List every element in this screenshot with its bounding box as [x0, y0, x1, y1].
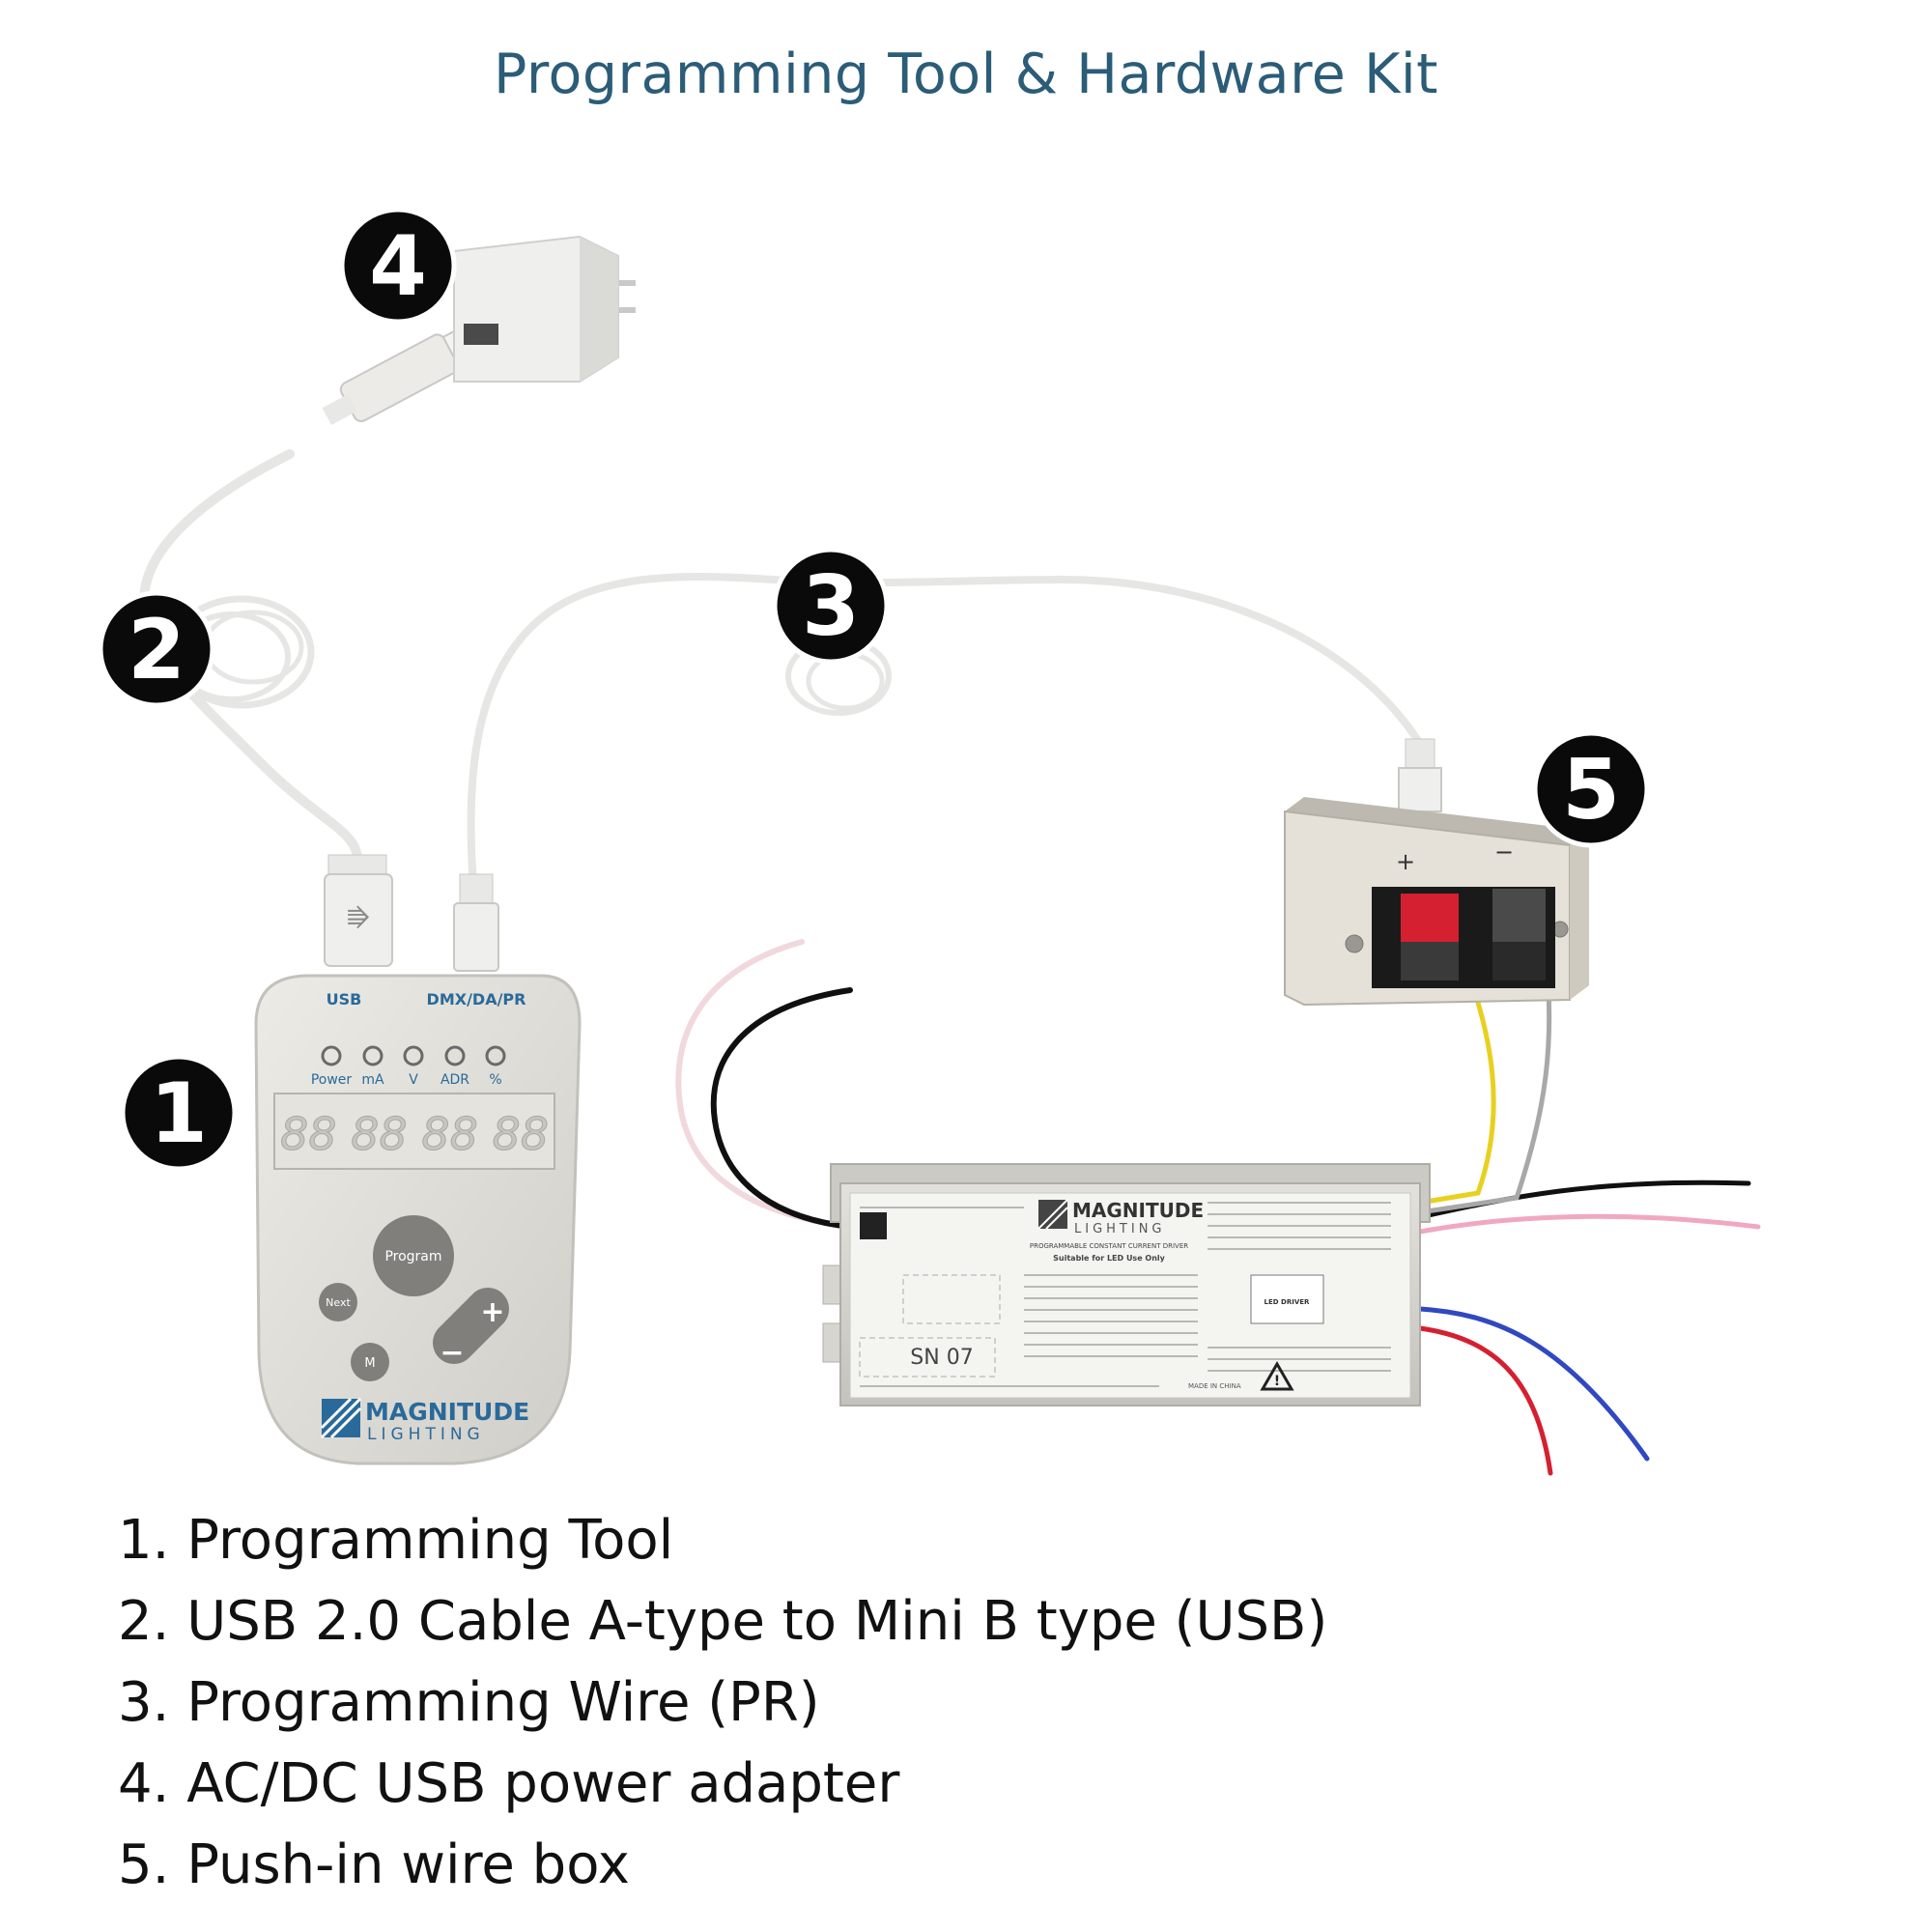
push-terminal-icon[interactable] [1372, 887, 1555, 988]
led-label-percent: % [489, 1072, 501, 1088]
svg-text:!: ! [1274, 1374, 1280, 1389]
driver-box-label: LED DRIVER [1264, 1298, 1310, 1306]
wirebox-plus-label: + [1396, 848, 1415, 875]
badge-1: 1 [120, 1054, 238, 1172]
kit-diagram: ⭆ USB DMX/DA/PR Power mA V ADR % 88 88 8… [98, 207, 1761, 1476]
driver-suitable: Suitable for LED Use Only [1053, 1254, 1166, 1263]
svg-text:⭆: ⭆ [347, 905, 369, 934]
legend-item-programming-tool: 1. Programming Tool [118, 1509, 674, 1572]
port-label-usb: USB [327, 990, 362, 1009]
segment-digits: 88 88 88 88 [280, 1108, 549, 1160]
programming-wire [467, 572, 1424, 888]
driver-output-wires [1417, 949, 1761, 1476]
led-label-v: V [409, 1072, 418, 1088]
program-button[interactable]: Program [373, 1215, 454, 1296]
badge-5: 5 [1532, 730, 1650, 848]
driver-brand-logo: MAGNITUDE LIGHTING [1037, 1199, 1204, 1236]
segment-display [273, 1093, 555, 1170]
warning-triangle-icon: ! [1260, 1360, 1294, 1391]
status-leds: Power mA V ADR % [311, 1045, 506, 1088]
component-legend: 1. Programming Tool 2. USB 2.0 Cable A-t… [118, 1500, 1327, 1906]
led-label-power: Power [311, 1072, 353, 1088]
driver-made-in: MADE IN CHINA [1188, 1382, 1241, 1390]
badge-3-number: 3 [802, 558, 860, 655]
programming-tool: ⭆ USB DMX/DA/PR Power mA V ADR % 88 88 8… [254, 854, 582, 1465]
badge-4-number: 4 [369, 218, 427, 315]
plus-button-label: + [480, 1295, 504, 1329]
badge-3: 3 [772, 547, 890, 665]
driver-brand-main: MAGNITUDE [1072, 1199, 1204, 1222]
led-label-adr: ADR [440, 1072, 469, 1088]
driver-serial: SN 07 [910, 1346, 973, 1370]
legend-item-wire-box: 5. Push-in wire box [118, 1833, 630, 1896]
wirebox-minus-label: − [1494, 838, 1514, 866]
minus-button-label: − [440, 1336, 464, 1370]
legend-item-power-adapter: 4. AC/DC USB power adapter [118, 1752, 900, 1815]
driver-spec-lines [860, 1202, 1391, 1387]
driver-brand-sub: LIGHTING [1074, 1222, 1166, 1236]
port-label-dmx: DMX/DA/PR [427, 990, 526, 1009]
next-button[interactable]: Next [319, 1283, 357, 1321]
tool-brand-main: MAGNITUDE [365, 1398, 529, 1426]
m-button-label: M [364, 1356, 375, 1371]
led-label-ma: mA [361, 1072, 384, 1088]
badge-4: 4 [339, 207, 457, 325]
wall-adapter-icon [453, 235, 636, 383]
program-button-label: Program [384, 1249, 441, 1264]
brand-logo-icon: MAGNITUDE LIGHTING [320, 1397, 529, 1444]
badge-5-number: 5 [1562, 742, 1620, 838]
badge-2-number: 2 [128, 602, 185, 698]
tool-brand-sub: LIGHTING [367, 1425, 485, 1444]
led-driver: MAGNITUDE LIGHTING PROGRAMMABLE CONSTANT… [822, 1163, 1431, 1406]
plus-minus-rocker[interactable]: + − [433, 1288, 509, 1370]
push-in-wire-box: + − [1284, 738, 1589, 1007]
legend-item-programming-wire: 3. Programming Wire (PR) [118, 1671, 820, 1734]
driver-input-wires [675, 939, 853, 1230]
legend-item-usb-cable: 2. USB 2.0 Cable A-type to Mini B type (… [118, 1590, 1328, 1653]
next-button-label: Next [326, 1296, 351, 1309]
page-title: Programming Tool & Hardware Kit [493, 43, 1439, 106]
badge-1-number: 1 [150, 1065, 208, 1162]
driver-subtitle: PROGRAMMABLE CONSTANT CURRENT DRIVER [1030, 1242, 1188, 1250]
m-button[interactable]: M [351, 1343, 389, 1381]
badge-2: 2 [98, 590, 215, 708]
